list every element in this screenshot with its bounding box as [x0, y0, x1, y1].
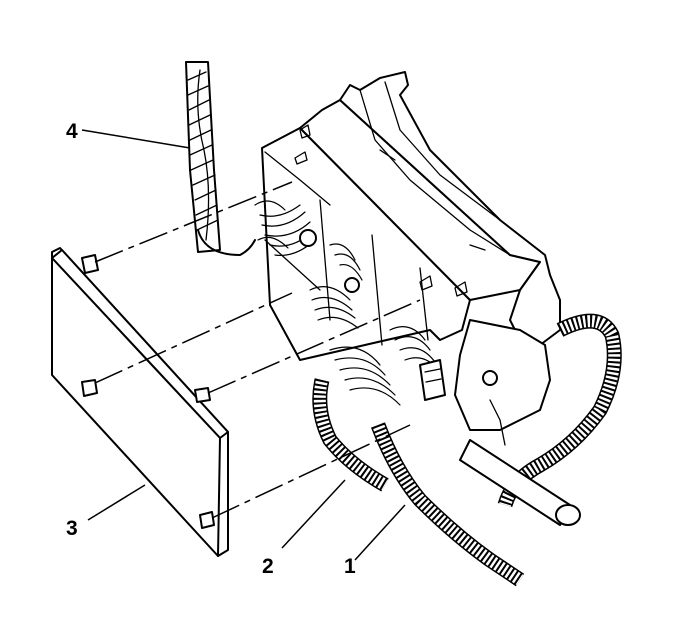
callout-4-leader: [81, 129, 191, 149]
module-wire-bundle: [254, 200, 446, 406]
corrugated-conduit-2: [312, 378, 389, 492]
callout-2-leader: [281, 479, 346, 549]
corrugated-conduit-right: [497, 313, 622, 508]
cover-plate: [51, 247, 229, 557]
twisted-wire-harness: [185, 61, 256, 256]
callout-3-leader: [87, 484, 146, 521]
callout-3-label: 3: [66, 517, 78, 540]
callout-2-label: 2: [262, 555, 274, 578]
callout-4-label: 4: [66, 120, 78, 143]
corrugated-conduit-1: [370, 422, 525, 587]
alignment-lines: [94, 181, 421, 519]
callout-1-label: 1: [344, 555, 356, 578]
lower-tube: [459, 439, 581, 526]
module-housing: [261, 71, 561, 446]
callout-1-leader: [354, 504, 406, 561]
